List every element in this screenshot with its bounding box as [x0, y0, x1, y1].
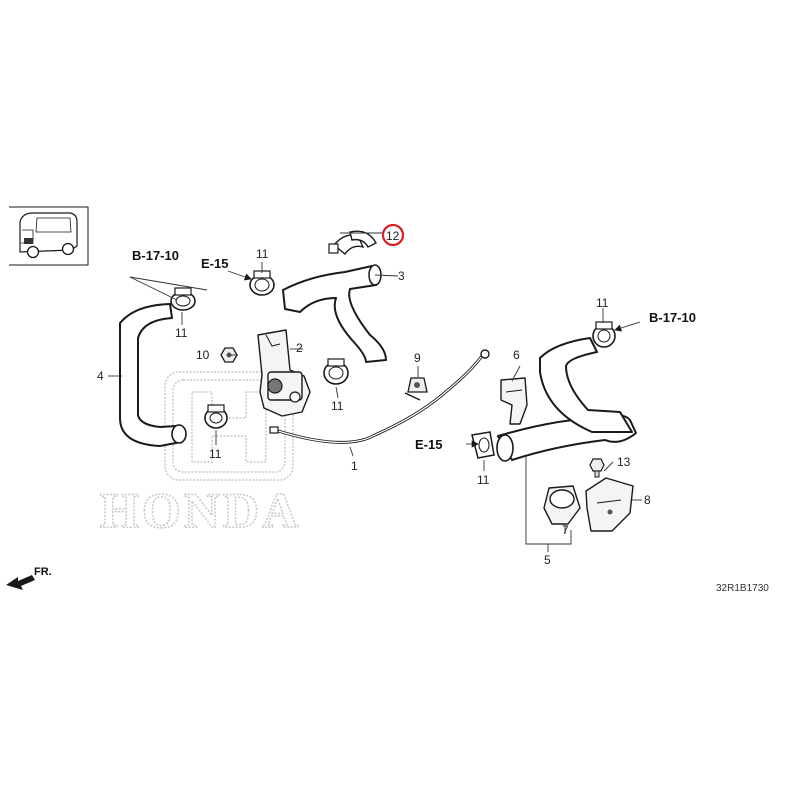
diagram-code: 32R1B1730: [716, 583, 769, 594]
clamp-11-lower[interactable]: [204, 404, 228, 429]
callout-5[interactable]: 5: [544, 553, 551, 567]
ref-e15-mid[interactable]: E-15: [415, 437, 442, 452]
callout-13[interactable]: 13: [617, 455, 631, 469]
bracket-8[interactable]: [585, 477, 634, 532]
callout-11-lower[interactable]: 11: [209, 447, 222, 461]
cable-1[interactable]: [269, 349, 490, 444]
callout-9[interactable]: 9: [414, 351, 421, 365]
ref-b17-right[interactable]: B-17-10: [649, 310, 696, 325]
callout-1[interactable]: 1: [351, 459, 358, 473]
callout-6[interactable]: 6: [513, 348, 520, 362]
hose-3[interactable]: [282, 265, 387, 363]
bolt-13[interactable]: [589, 458, 605, 478]
grommet-9[interactable]: [407, 377, 428, 393]
hose-5-upper[interactable]: [539, 337, 633, 433]
callout-4[interactable]: 4: [97, 369, 104, 383]
clamp-11-center[interactable]: [323, 358, 349, 385]
leader-lines: [108, 232, 642, 552]
callout-11-center[interactable]: 11: [331, 399, 344, 413]
callout-10[interactable]: 10: [196, 348, 210, 362]
front-marker: FR.: [6, 566, 52, 590]
ref-e15-top[interactable]: E-15: [201, 256, 228, 271]
callout-8[interactable]: 8: [644, 493, 651, 507]
callout-2[interactable]: 2: [296, 341, 303, 355]
front-label: FR.: [34, 566, 52, 578]
callout-12[interactable]: 12: [386, 229, 400, 243]
callout-12-highlight[interactable]: 12: [381, 223, 405, 247]
callout-11-right[interactable]: 11: [596, 296, 609, 310]
callout-11-top[interactable]: 11: [256, 247, 269, 261]
clamp-11-mid[interactable]: [471, 431, 495, 459]
valve-assembly-2[interactable]: [257, 329, 311, 417]
clamp-11-left[interactable]: [170, 287, 196, 311]
bracket-6[interactable]: [500, 377, 528, 425]
clamp-11-right[interactable]: [592, 321, 616, 348]
clamp-7[interactable]: [543, 485, 581, 525]
callout-3[interactable]: 3: [398, 269, 405, 283]
clamp-11-top[interactable]: [249, 270, 275, 296]
honda-watermark: HONDA: [99, 371, 301, 539]
vehicle-thumbnail: [9, 206, 89, 266]
hose-4[interactable]: [119, 303, 182, 447]
callout-11-mid[interactable]: 11: [477, 473, 490, 487]
callout-11-left[interactable]: 11: [175, 326, 188, 340]
ref-b17-left[interactable]: B-17-10: [132, 248, 179, 263]
clip-12[interactable]: [328, 230, 377, 256]
honda-wordmark: HONDA: [100, 482, 301, 538]
callout-7[interactable]: 7: [562, 523, 569, 537]
